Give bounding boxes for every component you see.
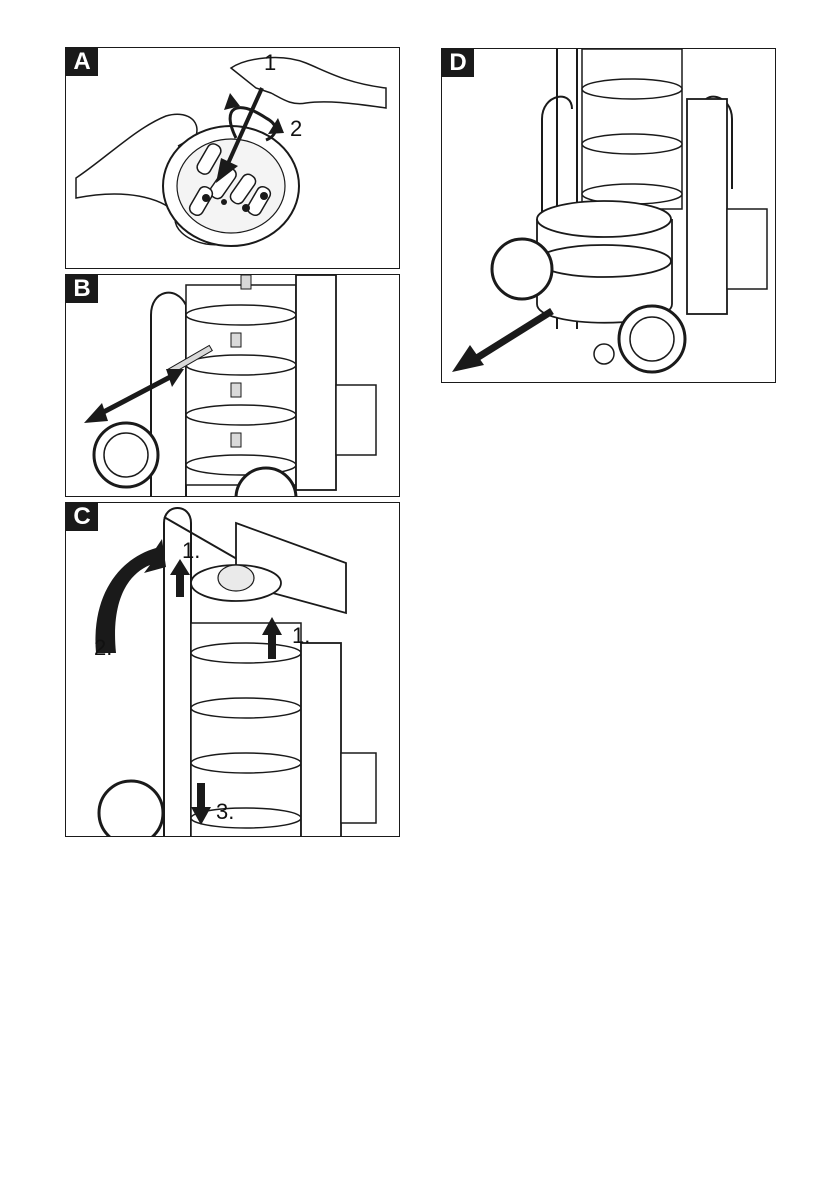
panel-d-remove-container: D xyxy=(441,48,776,383)
panel-a-illustration xyxy=(66,48,400,269)
vacuum-cleaner-icon xyxy=(66,503,400,837)
panel-d-label: D xyxy=(442,49,474,77)
panel-b-label: B xyxy=(66,275,98,303)
step-3-label: 3. xyxy=(216,799,234,825)
panel-c-lift-head: C 1. 1. 2. 3. xyxy=(65,502,400,837)
panel-a-label: A xyxy=(66,48,98,76)
step-2-label: 2 xyxy=(290,116,302,142)
step-1-right-label: 1. xyxy=(292,623,310,649)
panel-b-remove-pin: B xyxy=(65,274,400,497)
vacuum-cleaner-icon xyxy=(442,49,776,383)
step-1-left-label: 1. xyxy=(182,538,200,564)
pull-arrow-icon xyxy=(452,311,552,372)
step-1-label: 1 xyxy=(264,50,276,76)
step-2-label: 2. xyxy=(94,635,112,661)
panel-c-label: C xyxy=(66,503,98,531)
panel-a-unplug: A 1 2 xyxy=(65,47,400,269)
vacuum-cleaner-icon xyxy=(66,275,400,497)
double-arrow-icon xyxy=(84,369,184,423)
plug-icon xyxy=(163,126,299,246)
